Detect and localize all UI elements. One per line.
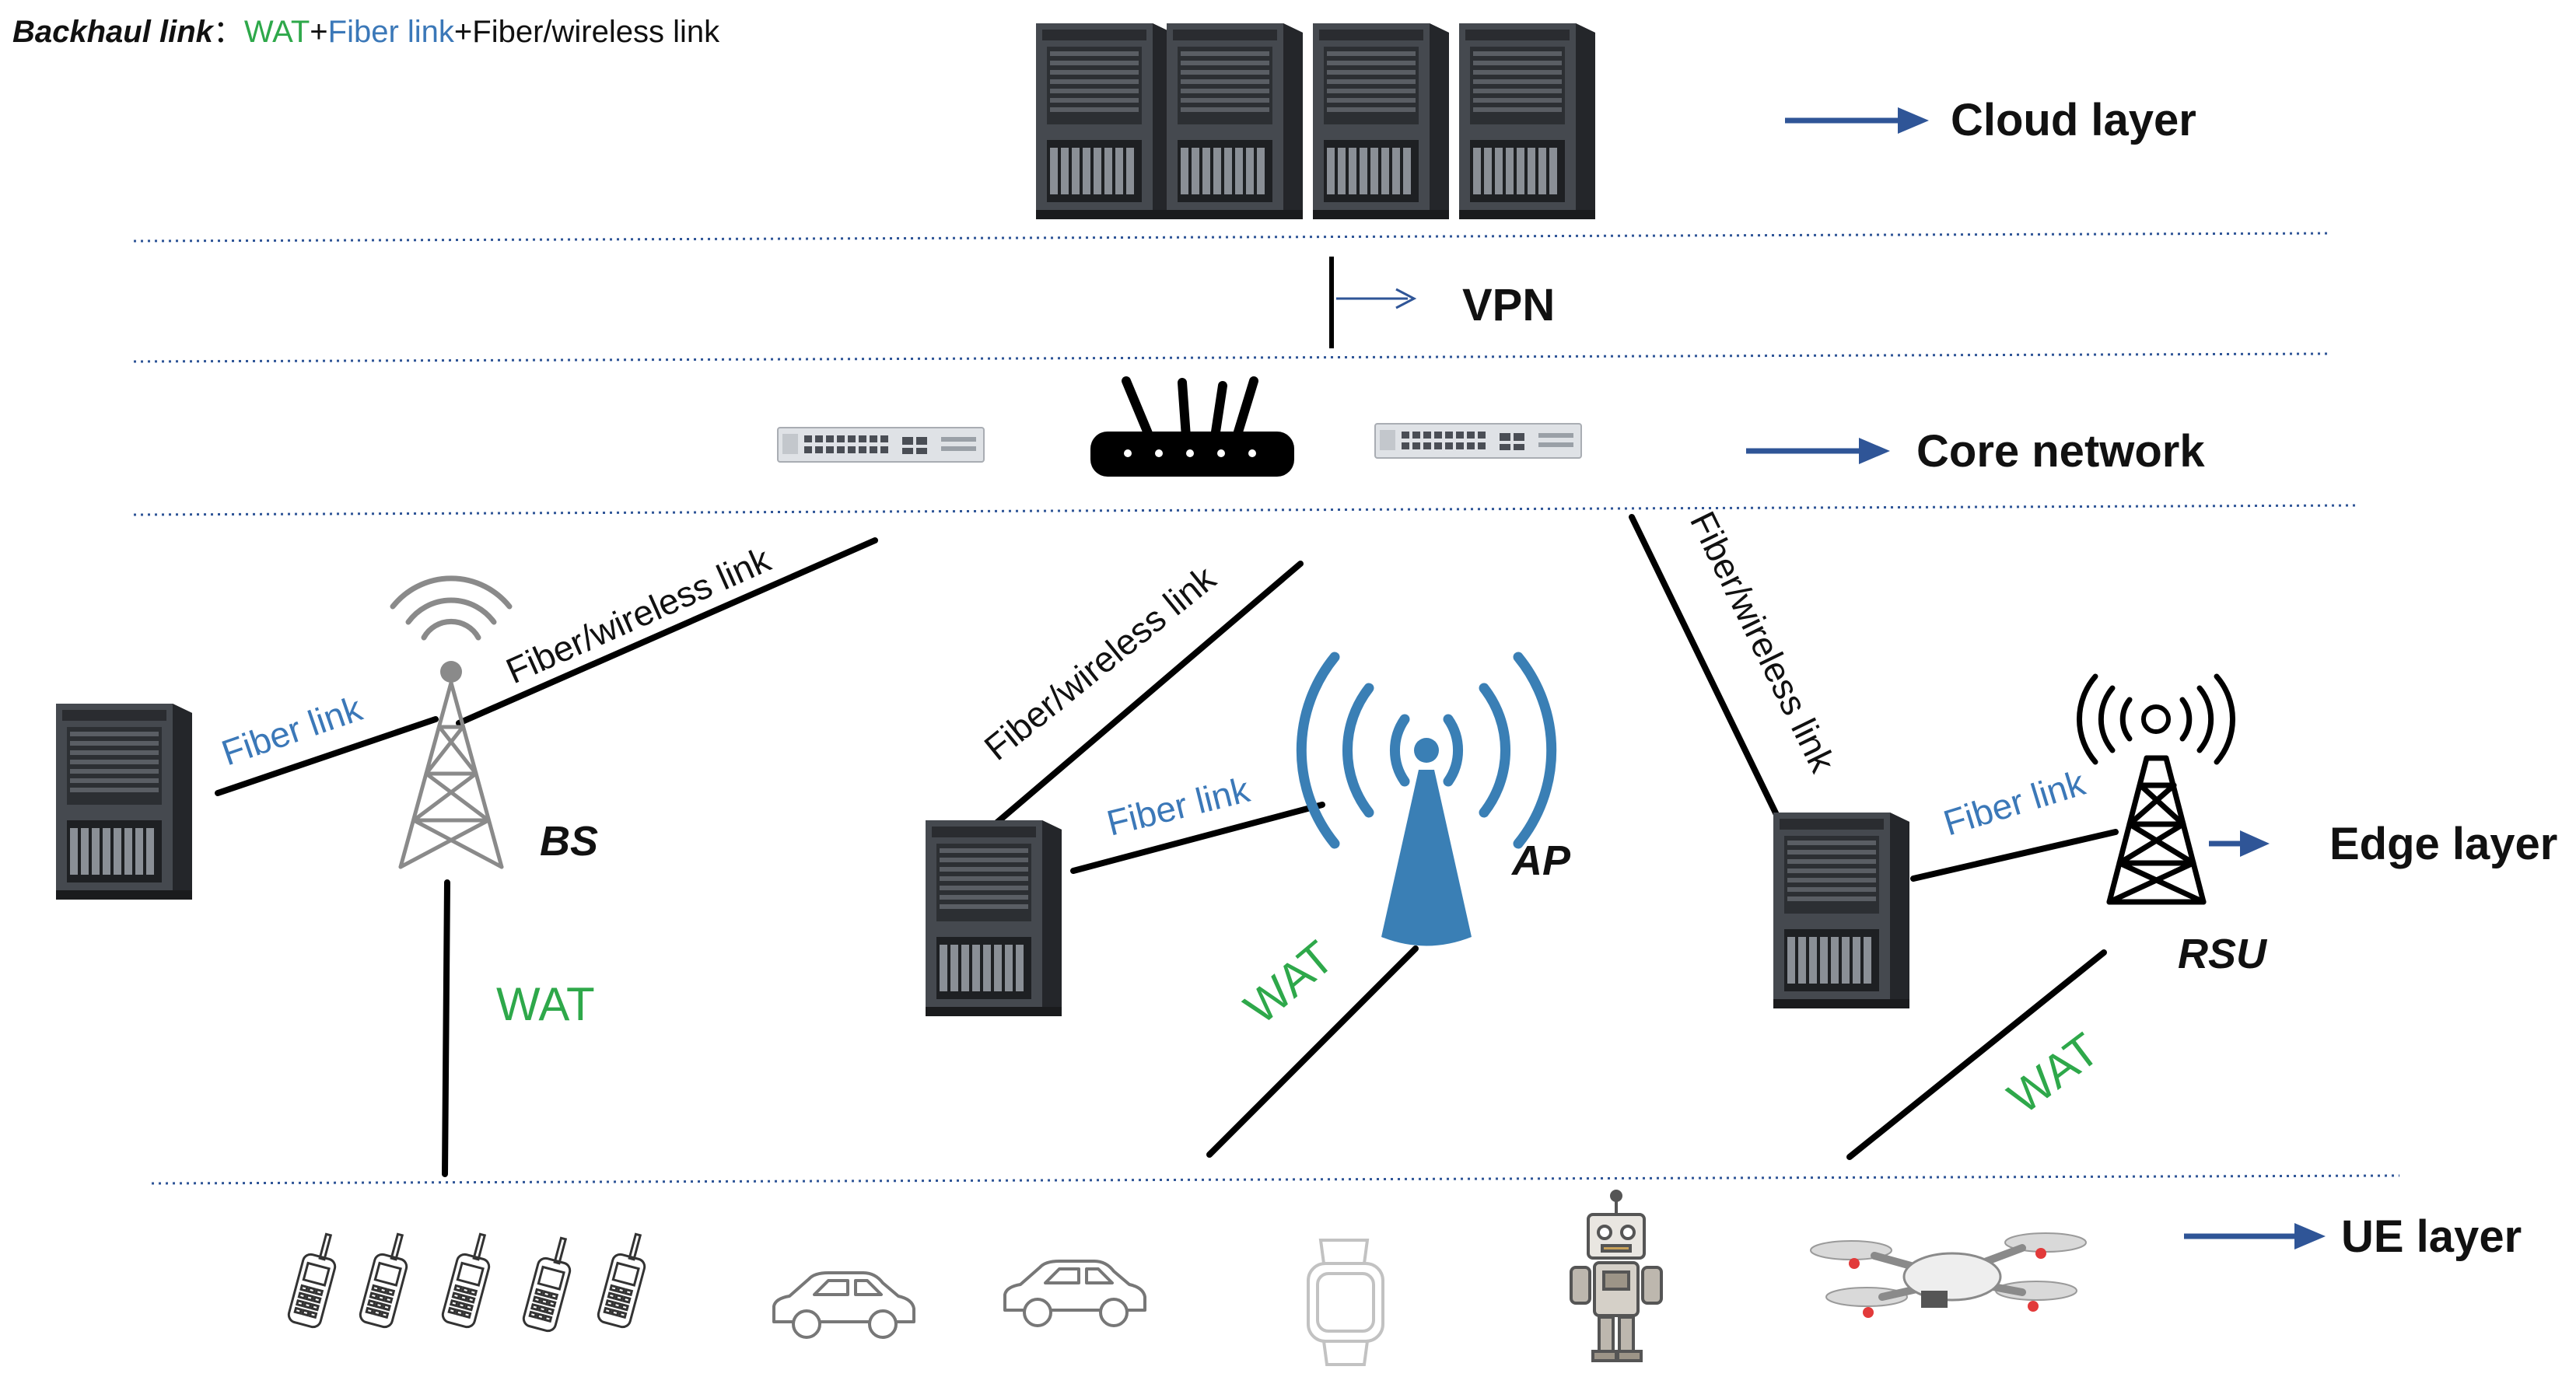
server-icon [926, 820, 1062, 1016]
server-icon [1773, 813, 1909, 1008]
car-icon [1003, 1260, 1146, 1327]
link-bs-ue [442, 879, 450, 1177]
phone-icon [439, 1232, 492, 1330]
wat-label-ap: WAT [1234, 931, 1343, 1034]
server-icon [1313, 23, 1449, 219]
switch-icon [1374, 423, 1582, 459]
server-icon [1459, 23, 1595, 219]
cloud-servers [1036, 23, 1595, 219]
robot-icon [1570, 1190, 1663, 1362]
divider-core [133, 504, 2357, 516]
wat-label-bs: WAT [496, 978, 595, 1030]
legend-fiber: Fiber link [328, 15, 455, 49]
phone-icon [285, 1232, 338, 1330]
link-edge-core [969, 561, 1304, 847]
cell-tower-icon [390, 575, 513, 869]
legend-plus-1: + [310, 15, 327, 49]
divider-vpn [133, 352, 2330, 363]
phone-icon [595, 1232, 648, 1330]
vpn-label: VPN [1462, 280, 1555, 330]
link-rsu-ue [1846, 949, 2107, 1160]
divider-ue [151, 1174, 2400, 1185]
rsu-tower-icon [2076, 673, 2236, 905]
divider-cloud [133, 232, 2330, 243]
ue-phones [285, 1232, 648, 1334]
car-icon [772, 1271, 915, 1339]
fiber-wireless-label-bs: Fiber/wireless link [500, 539, 777, 692]
smartwatch-icon [1307, 1239, 1384, 1366]
ap-label: AP [1510, 837, 1571, 884]
switch-icon [777, 427, 985, 463]
link-server-ap [1070, 802, 1325, 874]
edge-layer-arrow [2209, 830, 2270, 857]
phone-icon [520, 1236, 573, 1334]
link-server-rsu [1910, 829, 2119, 882]
link-core-rsu-server [1629, 514, 1784, 827]
core-network-label: Core network [1916, 426, 2205, 477]
bs-label: BS [540, 818, 598, 865]
wat-label-rsu: WAT [1999, 1023, 2109, 1124]
backhaul-legend: Backhaul link：WAT+Fiber link+Fiber/wirel… [12, 15, 720, 49]
fiber-link-label-bs: Fiber link [216, 687, 367, 773]
legend-plus-2: + [454, 15, 472, 49]
router-icon [1090, 376, 1294, 477]
server-icon [1036, 23, 1172, 219]
edge-layer-label: Edge layer [2329, 819, 2557, 869]
fiber-link-label-ap: Fiber link [1103, 769, 1255, 844]
cloud-layer-arrow [1785, 107, 1929, 134]
ue-layer-arrow [2184, 1223, 2326, 1249]
phone-icon [357, 1232, 410, 1330]
legend-sep: ： [213, 15, 244, 49]
ue-layer-label: UE layer [2341, 1211, 2522, 1262]
cloud-layer-label: Cloud layer [1951, 95, 2196, 145]
server-icon [56, 704, 192, 900]
drone-icon [1810, 1232, 2087, 1318]
link-server-bs [215, 716, 439, 796]
legend-prefix: Backhaul link [12, 15, 215, 49]
wifi-ap-icon [1296, 652, 1557, 946]
link-bs-core [456, 537, 878, 726]
server-icon [1167, 23, 1303, 219]
legend-wat: WAT [244, 15, 310, 49]
link-ap-ue [1206, 945, 1419, 1158]
fiber-link-label-rsu: Fiber link [1939, 762, 2091, 844]
rsu-label: RSU [2178, 931, 2268, 977]
legend-fiber-wireless: Fiber/wireless link [472, 15, 720, 49]
core-network-arrow [1746, 438, 1890, 464]
fiber-wireless-label-rsu: Fiber/wireless link [1682, 505, 1843, 779]
vpn-arrow [1336, 288, 1417, 309]
